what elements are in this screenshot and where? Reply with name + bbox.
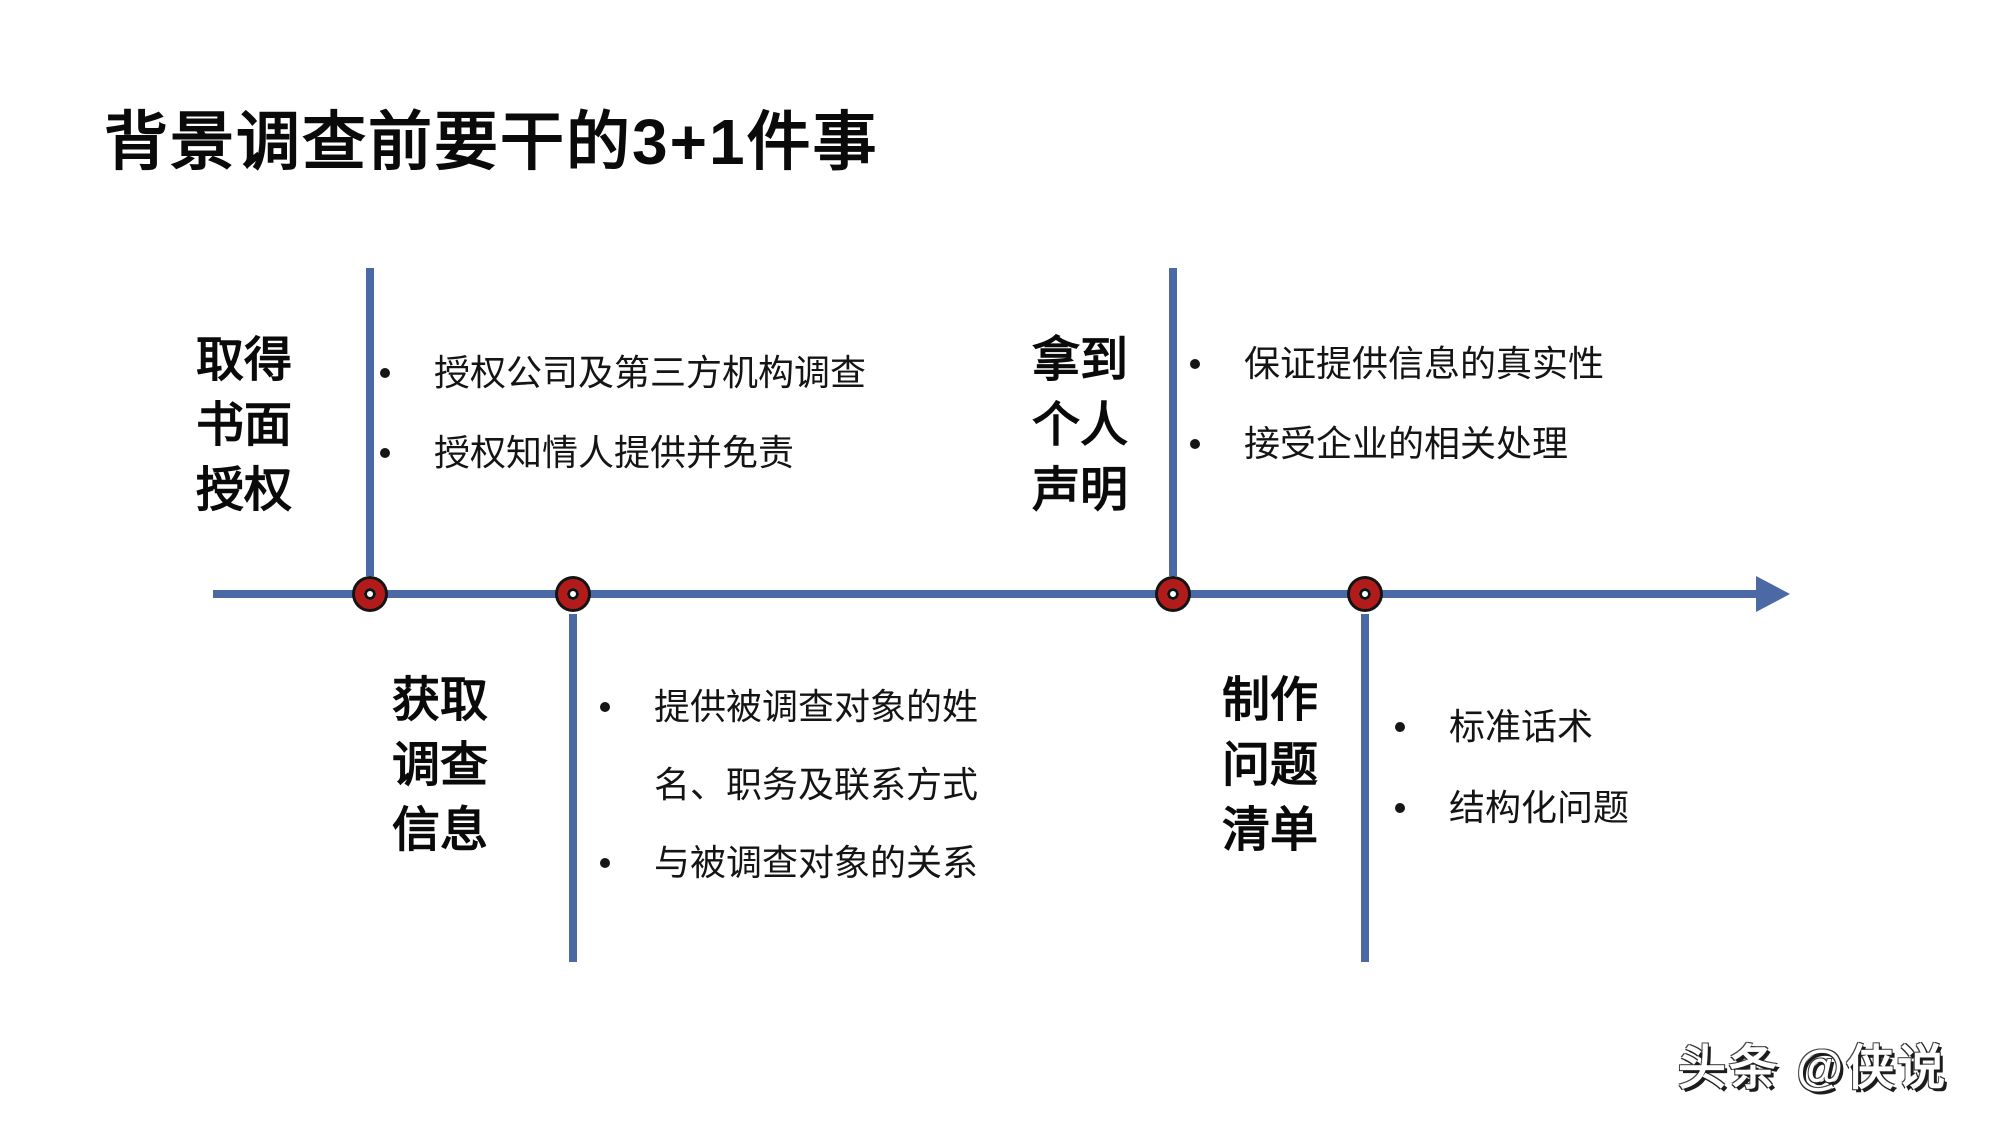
node-2-title-line: 个人 [1031,399,1128,452]
list-item: 与被调查对象的关系 [600,824,990,902]
node-4-title-line: 清单 [1221,804,1318,857]
page-title: 背景调查前要干的3+1件事 [104,105,879,178]
node-3-title-line: 信息 [391,804,488,857]
node-1-title-line: 授权 [195,464,292,517]
bullet-dot-icon [600,858,610,868]
timeline-marker-icon [558,579,588,609]
node-3-title: 获取 调查 信息 [365,668,515,863]
bullet-dot-icon [1395,803,1405,813]
node-1-bullet-list: 授权公司及第三方机构调查 授权知情人提供并免责 [380,351,866,475]
node-1-title-line: 书面 [195,399,292,452]
bullet-text: 提供被调查对象的姓名、职务及联系方式 [654,686,979,805]
watermark: 头条 @侠说 [1678,1042,1949,1095]
list-item: 接受企业的相关处理 [1190,422,1604,466]
node-2-title-line: 拿到 [1031,334,1128,387]
node-1-title: 取得 书面 授权 [169,328,319,523]
list-item: 授权公司及第三方机构调查 [380,351,866,395]
bullet-text: 授权知情人提供并免责 [434,432,795,473]
timeline-marker-icon [1158,579,1188,609]
node-2-title: 拿到 个人 声明 [1005,328,1155,523]
list-item: 授权知情人提供并免责 [380,431,866,475]
list-item: 标准话术 [1395,705,1629,749]
bullet-dot-icon [1395,722,1405,732]
node-1-title-line: 取得 [195,334,292,387]
list-item: 保证提供信息的真实性 [1190,342,1604,386]
timeline-arrowhead-icon [1756,576,1790,612]
bullet-text: 与被调查对象的关系 [654,842,979,883]
list-item: 提供被调查对象的姓名、职务及联系方式 [600,668,990,824]
bullet-dot-icon [600,702,610,712]
bullet-text: 保证提供信息的真实性 [1244,343,1605,384]
node-3-title-line: 调查 [391,739,488,792]
node-2-title-line: 声明 [1031,464,1128,517]
bullet-text: 授权公司及第三方机构调查 [434,352,867,393]
connector-node-1 [366,268,374,576]
node-2-bullet-list: 保证提供信息的真实性 接受企业的相关处理 [1190,342,1604,466]
bullet-text: 接受企业的相关处理 [1244,423,1569,464]
list-item: 结构化问题 [1395,786,1629,830]
bullet-dot-icon [380,448,390,458]
bullet-text: 结构化问题 [1449,787,1630,828]
node-3-title-line: 获取 [391,674,488,727]
timeline-marker-icon [1350,579,1380,609]
connector-node-4 [1361,614,1369,962]
node-4-title-line: 制作 [1221,674,1318,727]
timeline-marker-icon [355,579,385,609]
timeline-axis [213,590,1761,598]
node-3-bullet-list: 提供被调查对象的姓名、职务及联系方式 与被调查对象的关系 [600,668,990,902]
bullet-dot-icon [1190,439,1200,449]
node-4-bullet-list: 标准话术 结构化问题 [1395,705,1629,830]
connector-node-2 [1169,268,1177,576]
bullet-dot-icon [380,368,390,378]
bullet-text: 标准话术 [1449,706,1594,747]
node-4-title-line: 问题 [1221,739,1318,792]
connector-node-3 [569,614,577,962]
bullet-dot-icon [1190,359,1200,369]
node-4-title: 制作 问题 清单 [1195,668,1345,863]
